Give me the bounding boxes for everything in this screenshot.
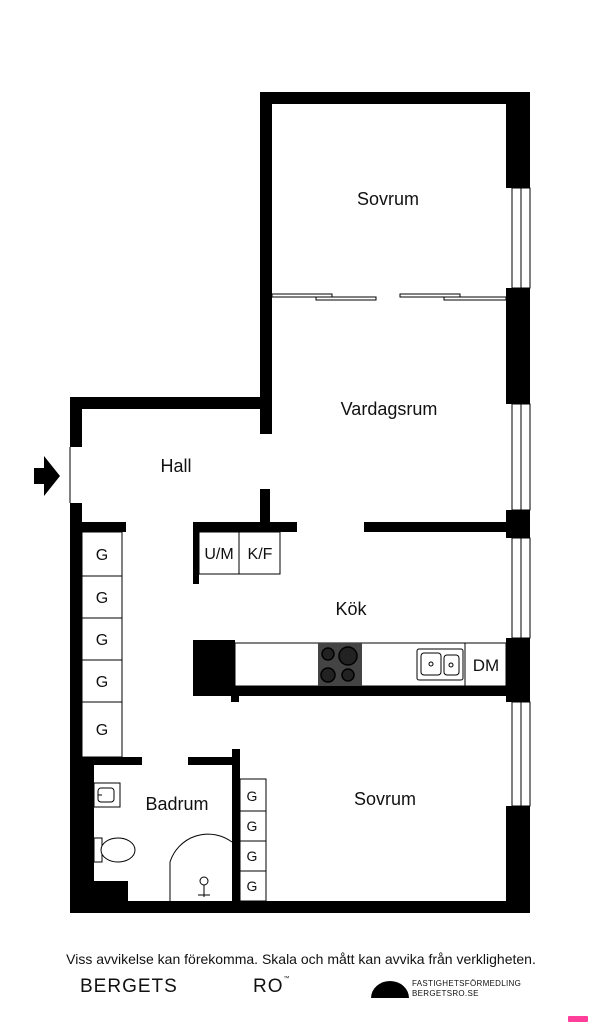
wall-kitchen-top [364,522,506,532]
wardrobe-label: G [96,632,108,649]
room-label-sovrum-bottom: Sovrum [354,789,416,809]
wardrobe-label: G [247,848,258,864]
sliding-door-right-b [443,296,507,301]
wardrobe-hall-2 [81,575,123,619]
room-label-kok: Kök [335,599,367,619]
washbasin-icon [93,782,121,808]
wall-hall-top [70,397,272,409]
kitchen-counter [234,642,507,687]
brand-ro: RO [253,976,284,997]
room-label-badrum: Badrum [145,794,208,814]
wall-bottom-corner [70,881,128,913]
wall-left-upper [70,397,82,447]
wall-top [260,92,530,104]
disclaimer-text: Viss avvikelse kan förekomma. Skala och … [66,951,536,967]
corner-badge [568,1016,588,1022]
wardrobe-hall-5 [81,701,123,758]
wall-right-5 [506,806,530,913]
wall-counter-post [231,686,239,702]
wall-counter-block [193,640,235,690]
agency-website: BERGETSRO.SE [412,989,479,998]
wardrobe-bed-3 [239,840,267,872]
wardrobe-label: G [247,788,258,804]
wardrobe-label: G [247,818,258,834]
wall-left-lower [70,503,82,913]
sliding-door-left-b [315,296,377,301]
wall-right-1 [506,92,530,188]
brand-name-left: BERGETS [80,976,178,997]
wardrobe-bed-2 [239,810,267,842]
wardrobe-label: G [247,878,258,894]
wall-kitchen-bottom [193,686,506,696]
wardrobe-label: G [96,722,108,739]
kf-label: K/F [248,546,273,563]
windows [511,187,531,807]
utility-boxes [193,531,281,584]
sliding-doors [271,293,507,301]
wardrobe-bed-4 [239,870,267,902]
wardrobe-label: G [96,547,108,564]
sliding-door-right-a [399,293,461,298]
wall-bottom [70,901,530,913]
hall-wardrobes [81,531,123,758]
um-label: U/M [204,546,233,563]
wall-utility-top [193,522,297,532]
wall-wardrobe-top [82,522,126,532]
room-label-sovrum-top: Sovrum [357,189,419,209]
stove-icon [318,643,362,686]
wall-hall-stub [260,489,270,523]
entrance [34,447,71,503]
wall-bath-right [232,749,240,913]
brand-name-right: RO™ [253,976,290,998]
agency-name: FASTIGHETSFÖRMEDLING [412,979,522,988]
entrance-arrow-icon [34,456,60,496]
bathroom-fixtures [93,782,233,901]
wall-right-2 [506,288,530,404]
wall-upper-left [260,92,272,434]
room-label-vardagsrum: Vardagsrum [341,399,438,419]
wardrobe-label: G [96,590,108,607]
walls [70,92,530,913]
room-label-hall: Hall [160,456,191,476]
wall-bath-top-right [188,757,238,765]
bedroom-wardrobes [239,778,267,902]
wall-right-4 [506,638,530,702]
dm-label: DM [473,656,499,675]
wall-bath-top-left [82,757,142,765]
brand-trademark: ™ [283,976,290,982]
wall-right-3 [506,510,530,538]
agency-logo-icon [371,981,409,998]
wardrobe-label: G [96,674,108,691]
toilet-icon [93,837,136,863]
kf-box [238,531,281,575]
shower-icon [169,833,233,901]
wall-bath-left [82,757,94,881]
kitchen-sink-icon [416,648,464,681]
sliding-door-left-a [271,293,333,298]
